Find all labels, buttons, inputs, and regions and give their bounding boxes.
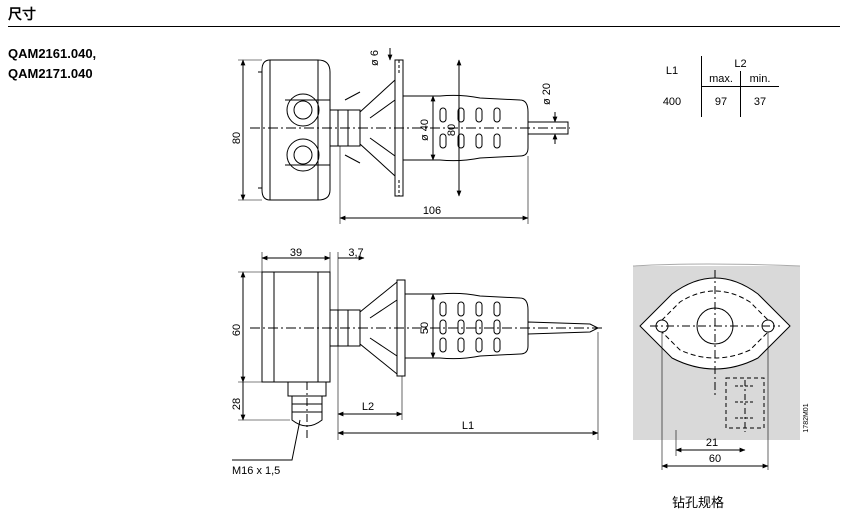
table-header-l1: L1: [643, 56, 702, 87]
table-subheader-min: min.: [740, 71, 779, 87]
cable-gland-side: [287, 381, 327, 427]
table-cell-l1: 400: [643, 86, 702, 117]
dim-80-flange: 80: [446, 124, 458, 136]
dim-6-hole: ø 6: [369, 50, 381, 66]
dim-20-tip: ø 20: [541, 83, 553, 105]
dim-60-height: 60: [231, 324, 243, 336]
section-title: 尺寸: [8, 6, 36, 22]
title-rule: [8, 26, 840, 27]
table-cell-l2-max: 97: [701, 86, 741, 117]
thread-spec: M16 x 1,5: [232, 465, 280, 477]
probe-tip: [527, 121, 569, 135]
dim-l2: L2: [362, 401, 374, 413]
dim-28-gland: 28: [231, 398, 243, 410]
table-cell-l2-min: 37: [753, 96, 767, 108]
dim-21: 21: [706, 437, 718, 449]
dimension-table: L1 L2 max. min. 400 97 37: [643, 56, 779, 117]
dim-3-7: 3,7: [348, 247, 363, 259]
model-list: QAM2161.040, QAM2171.040: [8, 44, 96, 84]
probe-tip-side: [527, 321, 600, 335]
dim-50-probe: 50: [419, 322, 431, 334]
cable-gland: [286, 138, 320, 172]
probe-body-side: [404, 292, 529, 360]
drill-caption: 钻孔规格: [672, 496, 725, 511]
model-name: QAM2161.040,: [8, 46, 97, 61]
probe-body: [402, 94, 529, 162]
housing-side: [261, 271, 331, 383]
drill-pattern: [632, 263, 801, 470]
dim-106-length: 106: [423, 205, 441, 217]
dim-60-drill: 60: [709, 453, 721, 465]
table-subheader-max: max.: [701, 71, 741, 87]
table-header-l2: L2: [734, 57, 747, 70]
dim-80-height: 80: [231, 132, 243, 144]
dim-39-width: 39: [290, 247, 302, 259]
housing-outline: [261, 59, 331, 201]
drawing-code: 1782M01: [803, 403, 810, 432]
dim-40-probe: ø 40: [419, 119, 431, 141]
cable-gland: [286, 93, 320, 127]
dim-l1: L1: [462, 420, 474, 432]
top-view: [238, 48, 570, 224]
model-name: QAM2171.040: [8, 66, 93, 81]
side-view: [232, 252, 605, 461]
